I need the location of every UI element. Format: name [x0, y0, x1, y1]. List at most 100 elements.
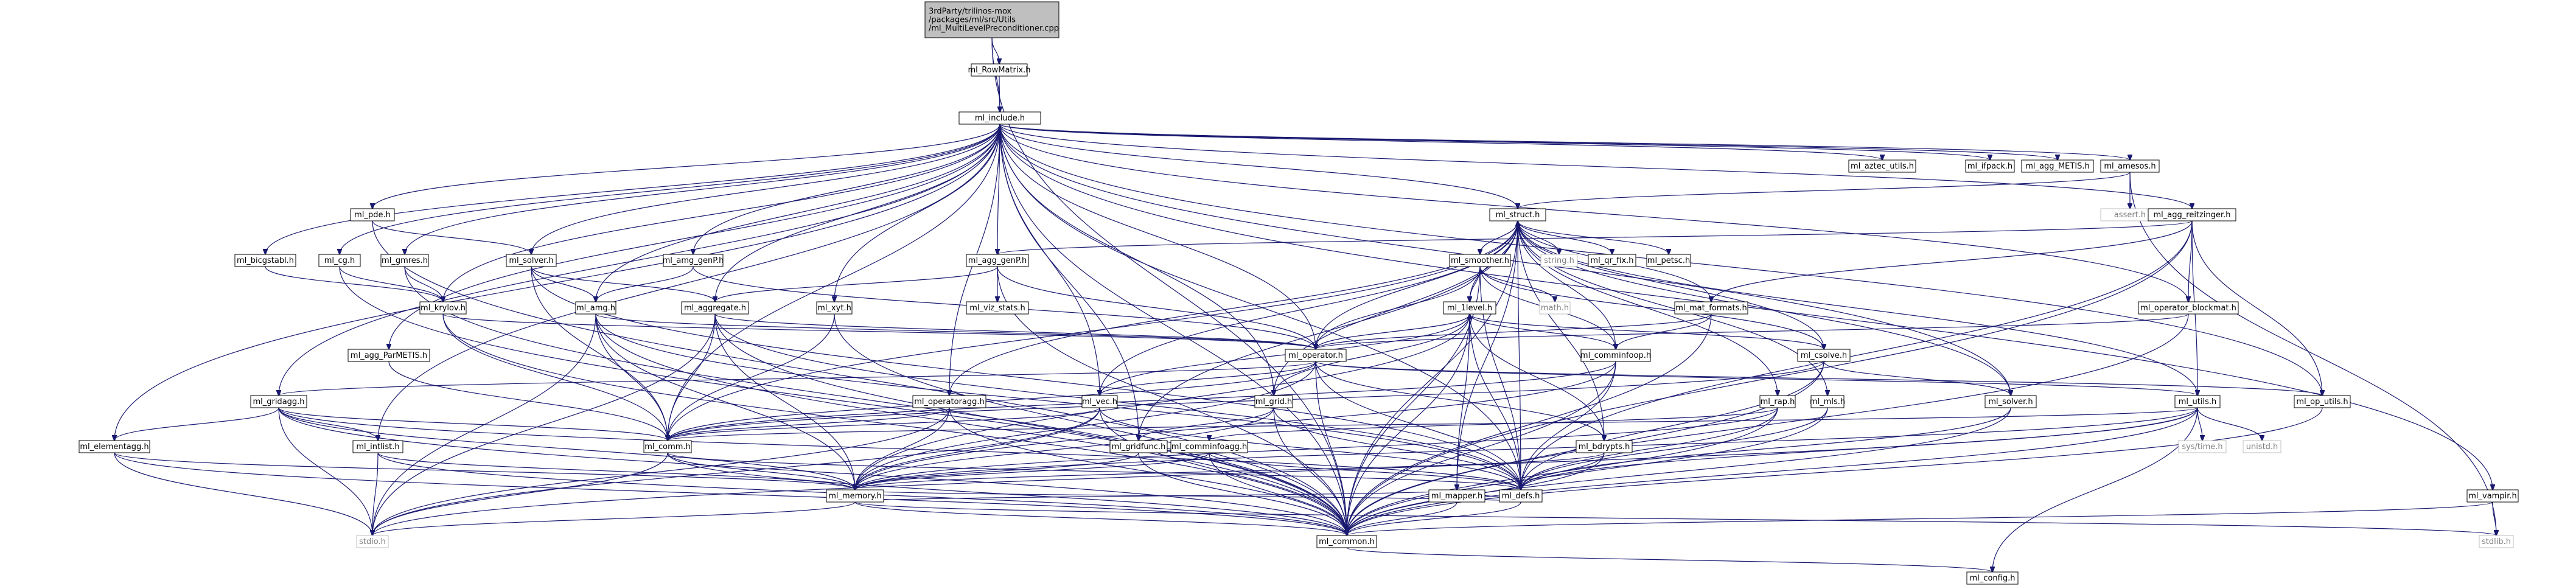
node-label: ml_aggregate.h [684, 304, 746, 313]
node-ml-agg-parmetis-h[interactable]: ml_agg_ParMETIS.h [347, 349, 430, 362]
edge-ml-operator-h-to-ml-utils-h [1315, 361, 2197, 396]
edge-ml-struct-h-to-ml-common-h [1347, 220, 1518, 535]
edge-ml-agg-reitzinger-h-to-ml-common-h [1347, 220, 2193, 535]
node-ml-solver-h[interactable]: ml_solver.h [1984, 395, 2037, 408]
node-ml-petsc-h[interactable]: ml_petsc.h [1646, 254, 1691, 267]
node-ml-utils-h[interactable]: ml_utils.h [2174, 395, 2221, 408]
edge-ml-struct-h-to-ml-rap-h [1517, 220, 1778, 396]
node-ml-memory-h[interactable]: ml_memory.h [826, 489, 884, 503]
node-assert-h[interactable]: assert.h [2100, 208, 2160, 221]
edge-ml-include-h-to-ml-amg-h [596, 124, 1000, 302]
node-label: sys/time.h [2182, 442, 2222, 452]
node-ml-solver-h[interactable]: ml_solver.h [506, 254, 557, 267]
node-ml-qr-fix-h[interactable]: ml_qr_fix.h [1588, 254, 1636, 267]
node-ml-grid-h[interactable]: ml_grid.h [1254, 395, 1293, 408]
node-ml-multilevelpreconditioner-cpp[interactable]: 3rdParty/trilinos-mox/packages/ml/src/Ut… [924, 1, 1059, 38]
node-ml-comminfoop-h[interactable]: ml_comminfoop.h [1580, 349, 1651, 362]
node-ml-intlist-h[interactable]: ml_intlist.h [352, 440, 403, 453]
node-ml-mat-formats-h[interactable]: ml_mat_formats.h [1674, 301, 1748, 315]
node-ml-amg-genp-h[interactable]: ml_amg_genP.h [663, 254, 724, 267]
node-ml-elementagg-h[interactable]: ml_elementagg.h [79, 440, 150, 453]
node-ml-gridagg-h[interactable]: ml_gridagg.h [250, 395, 307, 408]
node-ml-mapper-h[interactable]: ml_mapper.h [1428, 489, 1485, 503]
edge-ml-memory-h-to-stdio-h [372, 501, 856, 535]
node-ml-csolve-h[interactable]: ml_csolve.h [1797, 349, 1851, 362]
edge-ml-struct-h-to-ml-solver-h [1517, 220, 2011, 396]
node-box [2100, 159, 2160, 173]
node-ml-krylov-h[interactable]: ml_krylov.h [419, 301, 467, 315]
node-ml-viz-stats-h[interactable]: ml_viz_stats.h [966, 301, 1029, 315]
node-box [1810, 395, 1845, 408]
node-label: ml_xyt.h [817, 304, 851, 313]
node-ml-operator-h[interactable]: ml_operator.h [1285, 349, 1347, 362]
node-ml-smoother-h[interactable]: ml_smoother.h [1449, 254, 1511, 267]
node-ml-vampir-h[interactable]: ml_vampir.h [2466, 489, 2519, 503]
node-ml-comm-h[interactable]: ml_comm.h [643, 440, 692, 453]
node-ml-operatoragg-h[interactable]: ml_operatoragg.h [912, 395, 986, 408]
node-ml-config-h[interactable]: ml_config.h [1966, 571, 2019, 585]
edge-ml-utils-h-to-stdio-h [372, 407, 2198, 535]
node-label: ml_comminfoagg.h [1171, 442, 1247, 452]
node-ml-rap-h[interactable]: ml_rap.h [1759, 395, 1796, 408]
edge-ml-include-h-to-ml-krylov-h [443, 124, 1000, 302]
node-label: ml_gridfunc.h [1112, 442, 1166, 452]
node-ml-amg-h[interactable]: ml_amg.h [575, 301, 616, 315]
node-ml-1level-h[interactable]: ml_1level.h [1443, 301, 1496, 315]
node-ml-cg-h[interactable]: ml_cg.h [318, 254, 361, 267]
node-ml-gmres-h[interactable]: ml_gmres.h [380, 254, 429, 267]
node-ml-ifpack-h[interactable]: ml_ifpack.h [1965, 159, 2015, 173]
node-ml-aztec-utils-h[interactable]: ml_aztec_utils.h [1848, 159, 1916, 173]
node-ml-common-h[interactable]: ml_common.h [1316, 535, 1377, 548]
node-ml-pde-h[interactable]: ml_pde.h [350, 208, 395, 221]
node-ml-agg-reitzinger-h[interactable]: ml_agg_reitzinger.h [2148, 208, 2236, 221]
node-ml-xyt-h[interactable]: ml_xyt.h [816, 301, 853, 315]
edge-ml-include-h-to-ml-struct-h [999, 124, 1518, 209]
edge-ml-struct-h-to-ml-vec-h [1100, 220, 1518, 396]
edge-ml-1level-h-to-ml-memory-h [855, 313, 1470, 490]
node-ml-agg-metis-h[interactable]: ml_agg_METIS.h [2021, 159, 2094, 173]
node-box [352, 440, 403, 453]
edge-ml-struct-h-to-ml-utils-h [1517, 220, 2197, 396]
node-stdlib-h[interactable]: stdlib.h [2479, 535, 2514, 548]
node-ml-aggregate-h[interactable]: ml_aggregate.h [681, 301, 749, 315]
node-math-h[interactable]: math.h [1539, 301, 1571, 315]
edge-ml-gmres-h-to-ml-krylov-h [404, 266, 443, 302]
node-ml-operator-blockmat-h[interactable]: ml_operator_blockmat.h [2138, 301, 2239, 315]
node-sys-time-h[interactable]: sys/time.h [2178, 440, 2227, 453]
node-box [2174, 395, 2221, 408]
node-label: ml_rap.h [1761, 397, 1795, 406]
node-ml-bdrypts-h[interactable]: ml_bdrypts.h [1576, 440, 1633, 453]
edge-ml-amg-h-to-ml-memory-h [595, 313, 855, 490]
edge-ml-intlist-h-to-stdio-h [372, 452, 379, 535]
node-ml-vec-h[interactable]: ml_vec.h [1081, 395, 1118, 408]
node-string-h[interactable]: string.h [1540, 254, 1578, 267]
node-label: ml_1level.h [1447, 304, 1492, 313]
edge-ml-comminfoagg-h-to-ml-defs-h [1209, 452, 1521, 490]
edge-ml-comminfoagg-h-to-ml-common-h [1209, 452, 1347, 535]
node-ml-defs-h[interactable]: ml_defs.h [1499, 489, 1543, 503]
node-label: stdlib.h [2482, 537, 2511, 546]
node-ml-rowmatrix-h[interactable]: ml_RowMatrix.h [968, 63, 1031, 77]
node-ml-op-utils-h[interactable]: ml_op_utils.h [2294, 395, 2351, 408]
edge-ml-rap-h-to-ml-defs-h [1521, 407, 1778, 490]
edge-ml-memory-h-to-stdlib-h [854, 501, 2496, 535]
node-label: assert.h [2114, 211, 2146, 220]
edge-ml-1level-h-to-ml-comminfoop-h [1469, 313, 1616, 349]
edge-ml-1level-h-to-ml-bdrypts-h [1469, 313, 1604, 441]
node-ml-mls-h[interactable]: ml_mls.h [1810, 395, 1845, 408]
node-ml-bicgstabl-h[interactable]: ml_bicgstabl.h [234, 254, 296, 267]
node-unistd-h[interactable]: unistd.h [2243, 440, 2281, 453]
node-ml-comminfoagg-h[interactable]: ml_comminfoagg.h [1170, 440, 1248, 453]
node-ml-include-h[interactable]: ml_include.h [958, 111, 1041, 125]
node-ml-struct-h[interactable]: ml_struct.h [1489, 208, 1546, 221]
node-ml-agg-genp-h[interactable]: ml_agg_genP.h [966, 254, 1029, 267]
node-ml-gridfunc-h[interactable]: ml_gridfunc.h [1109, 440, 1168, 453]
edge-ml-include-h-to-ml-operator-blockmat-h [999, 124, 2188, 302]
node-ml-amesos-h[interactable]: ml_amesos.h [2100, 159, 2160, 173]
node-stdio-h[interactable]: stdio.h [356, 535, 389, 548]
edge-ml-xyt-h-to-ml-comm-h [668, 313, 835, 441]
edge-ml-agg-genp-h-to-ml-aggregate-h [715, 266, 998, 302]
node-label: ml_operatoragg.h [914, 397, 985, 406]
node-box [1674, 301, 1748, 315]
node-label: ml_ifpack.h [1967, 162, 2012, 171]
